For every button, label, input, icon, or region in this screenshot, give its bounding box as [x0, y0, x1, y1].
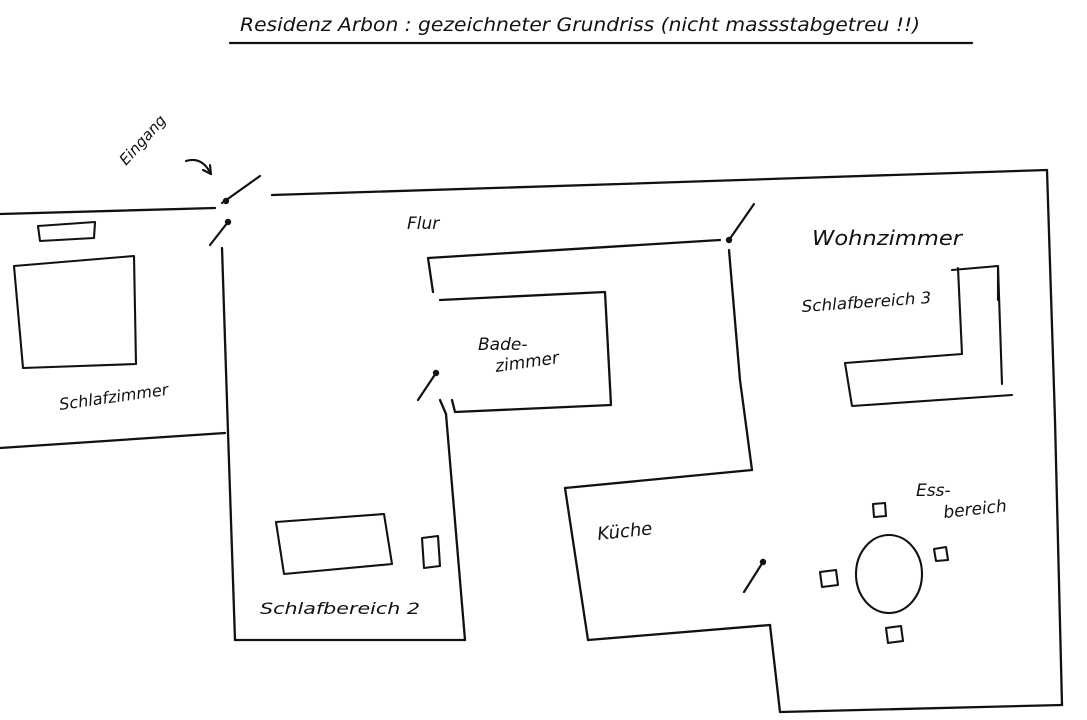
living-door: [725, 202, 756, 244]
plan-title: Residenz Arbon : gezeichneter Grundriss …: [240, 14, 920, 36]
bedroom-nightstand: [36, 220, 97, 243]
hallway-inner-wall: [426, 238, 722, 294]
east-wall: [1045, 168, 1064, 707]
living-room-label: Wohnzimmer: [812, 226, 964, 250]
entrance-door: [208, 174, 262, 247]
bedroom-bottom-wall: [0, 431, 227, 450]
sleeping2-east-wall: [444, 412, 467, 642]
bedroom-east-wall: [220, 246, 230, 434]
bedroom-top-wall: [0, 206, 217, 216]
kitchen-west-wall: [563, 486, 590, 642]
hallway-label: Flur: [407, 214, 440, 234]
dining-chair-right: [932, 545, 950, 563]
entrance-arrow-icon: [184, 158, 213, 176]
kitchen-north-wall: [563, 468, 754, 490]
dining-label-line2: bereich: [942, 496, 1007, 523]
bathroom-label-line1: Bade-: [478, 335, 527, 355]
sleeping3-bed: [843, 264, 1014, 408]
interior-walls: [426, 238, 754, 472]
entrance-label: Eingang: [116, 111, 170, 168]
bathroom-door: [416, 369, 440, 402]
kitchen-door: [742, 558, 767, 594]
dining-table: [854, 533, 924, 615]
dining-chair-left: [818, 568, 840, 589]
sleeping-area-2-label: Schlafbereich 2: [260, 599, 420, 618]
dining-chair-top: [871, 501, 888, 519]
furniture: [12, 220, 1014, 645]
living-divider-wall: [727, 248, 754, 472]
kitchen-south-step: [768, 623, 782, 714]
south-wall-dining: [778, 703, 1064, 714]
corridor-east-wall: [438, 398, 448, 416]
sleeping-area-3-label: Schlafbereich 3: [801, 288, 932, 316]
sleeping2-west-wall: [226, 430, 237, 642]
doors: [208, 174, 767, 594]
kitchen-label: Küche: [596, 518, 653, 545]
exterior-walls: [0, 168, 1064, 714]
north-wall: [270, 168, 1049, 197]
sleeping2-bed: [274, 512, 394, 576]
dining-label-line1: Ess-: [916, 481, 951, 501]
sleeping2-side-table: [420, 534, 442, 570]
dining-chair-bottom: [884, 624, 905, 645]
bathroom-walls: [438, 290, 613, 414]
bedroom-bed: [12, 254, 138, 370]
bedroom-label: Schlafzimmer: [58, 380, 171, 414]
kitchen-south-wall: [586, 623, 772, 642]
